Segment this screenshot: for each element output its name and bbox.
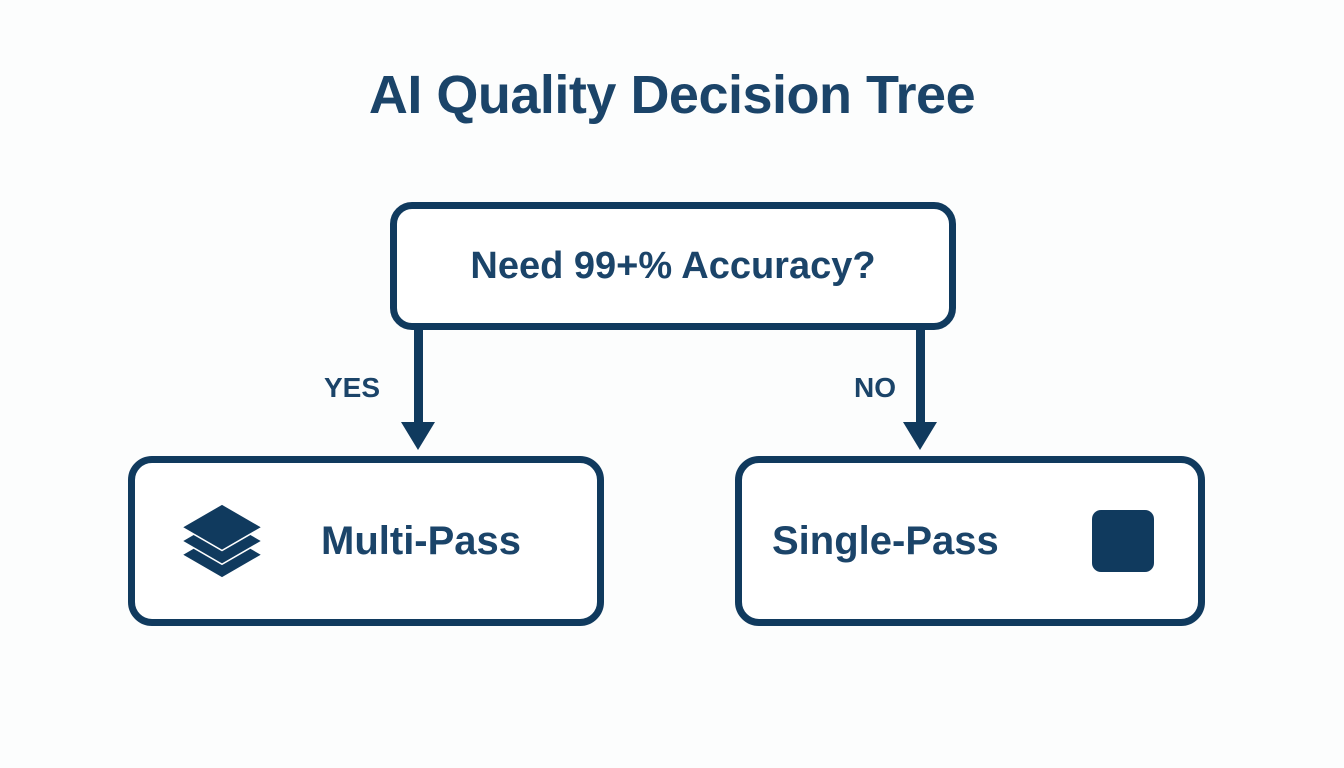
branch-no: NO [854,330,982,456]
outcome-label-multi-pass: Multi-Pass [321,518,522,563]
branch-yes-arrowhead-icon [401,422,435,450]
decision-node[interactable]: Need 99+% Accuracy? [390,202,956,330]
branch-no-arrowhead-icon [903,422,937,450]
decision-node-label: Need 99+% Accuracy? [470,244,876,287]
outcome-node-single-pass[interactable]: Single-Pass [735,456,1205,626]
outcome-node-multi-pass[interactable]: Multi-Pass [128,456,604,626]
branch-no-stem [916,330,925,426]
layers-icon [183,504,261,578]
outcome-label-single-pass: Single-Pass [772,518,999,563]
page-title: AI Quality Decision Tree [368,65,976,125]
branch-yes: YES [324,330,480,456]
branch-no-label: NO [854,372,896,403]
branch-yes-label: YES [324,372,381,403]
branch-yes-stem [414,330,423,426]
square-icon [1092,510,1154,572]
